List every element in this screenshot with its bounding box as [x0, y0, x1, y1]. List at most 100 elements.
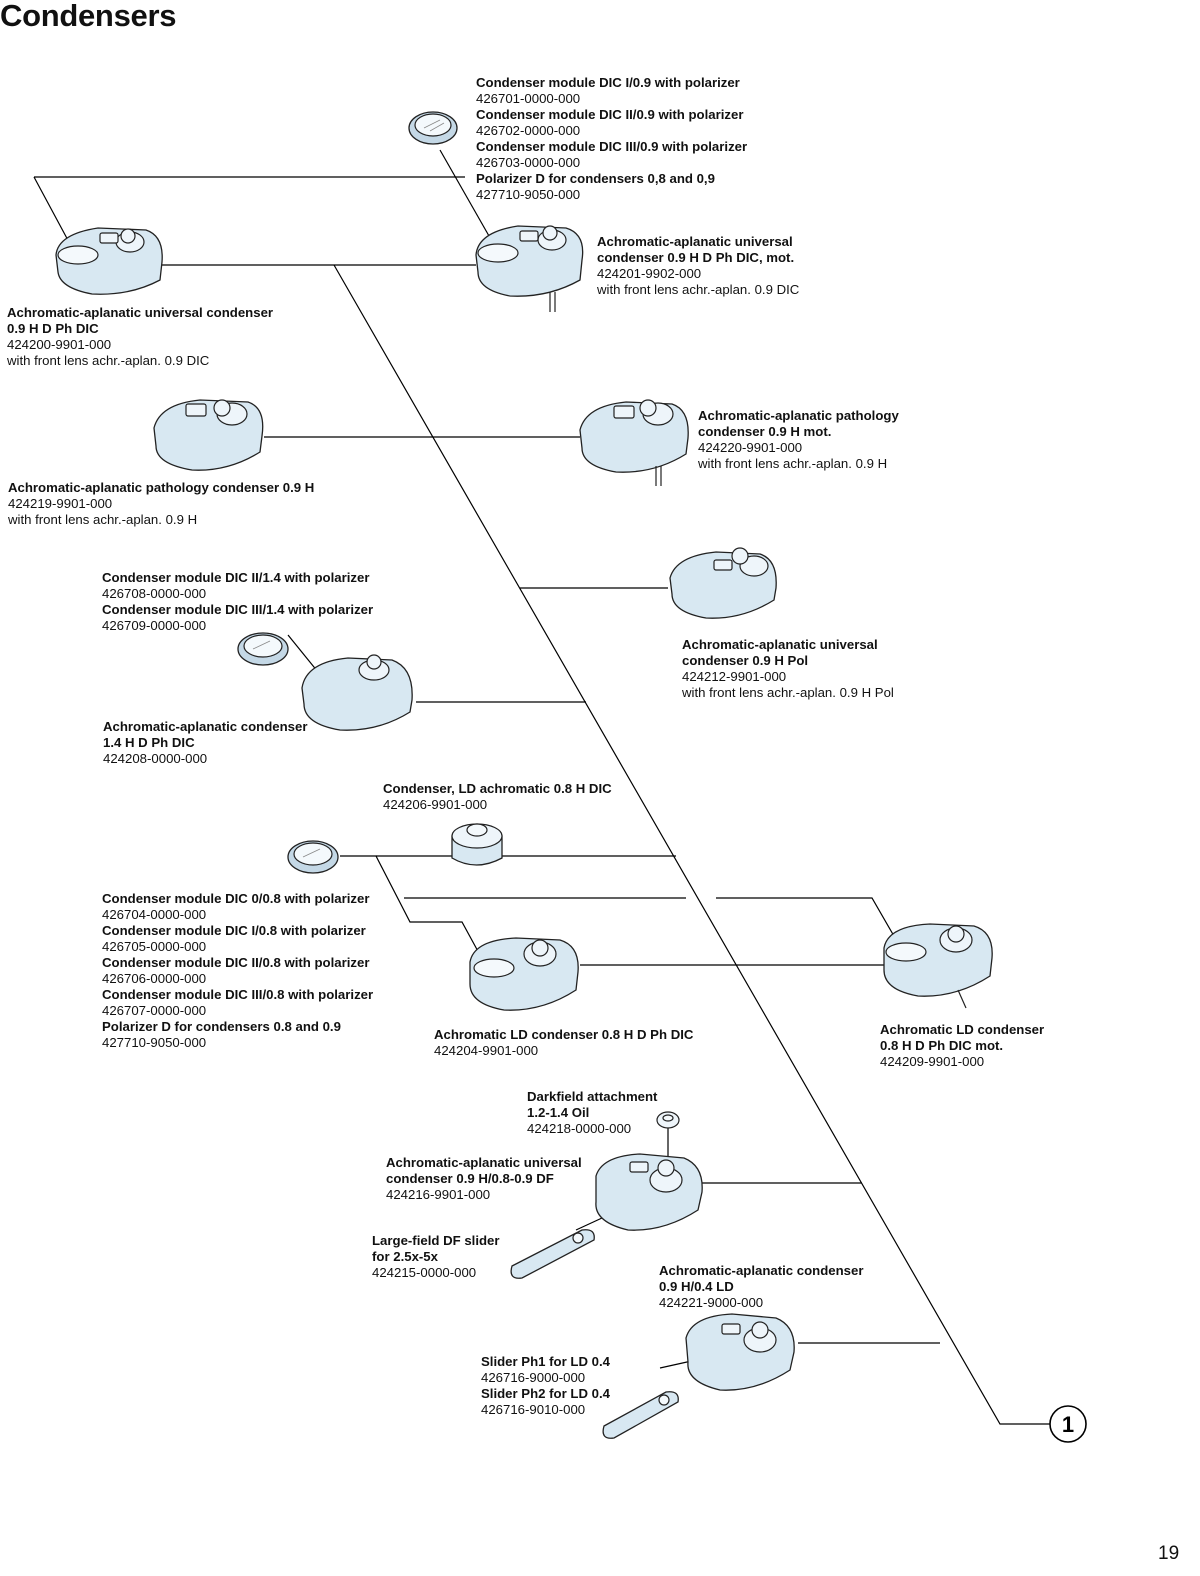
label-line-detail: with front lens achr.-aplan. 0.9 DIC	[597, 282, 800, 297]
label-line-detail: 426706-0000-000	[102, 971, 207, 986]
label-line-title: Achromatic-aplanatic universal	[682, 637, 878, 652]
label-universal-09: Achromatic-aplanatic universal condenser…	[7, 305, 273, 369]
label-line-detail: 424218-0000-000	[527, 1121, 632, 1136]
label-modules-dic14: Condenser module DIC II/1.4 with polariz…	[102, 570, 373, 634]
label-line-detail: with front lens achr.-aplan. 0.9 H	[8, 512, 198, 527]
label-line-title: Condenser module DIC II/0.8 with polariz…	[102, 955, 370, 970]
label-line-detail: 424200-9901-000	[7, 337, 112, 352]
label-line-detail: 427710-9050-000	[476, 187, 581, 202]
label-line-title: Achromatic LD condenser	[880, 1022, 1045, 1037]
callout-number: 1	[1062, 1412, 1074, 1437]
label-line-title: Condenser module DIC II/0.9 with polariz…	[476, 107, 744, 122]
label-line-title: condenser 0.9 H/0.8-0.9 DF	[386, 1171, 554, 1186]
label-line-title: Darkfield attachment	[527, 1089, 658, 1104]
condenser-icon	[883, 923, 993, 1009]
label-line-detail: 426701-0000-000	[476, 91, 581, 106]
condenser-icon	[469, 937, 579, 1011]
label-line-title: Achromatic-aplanatic universal condenser	[7, 305, 274, 320]
label-line-detail: 424221-9000-000	[659, 1295, 764, 1310]
label-line-title: condenser 0.9 H mot.	[698, 424, 832, 439]
polarizer-disc-icon	[237, 632, 289, 666]
label-pathology: Achromatic-aplanatic pathology condenser…	[8, 480, 314, 528]
label-line-detail: 424209-9901-000	[880, 1054, 985, 1069]
callout-marker: 1	[1049, 1405, 1087, 1443]
df-slider-icon	[510, 1229, 595, 1279]
label-line-detail: 424215-0000-000	[372, 1265, 477, 1280]
label-line-detail: with front lens achr.-aplan. 0.9 H	[698, 456, 888, 471]
label-line-title: 0.9 H/0.4 LD	[659, 1279, 734, 1294]
label-line-title: Slider Ph2 for LD 0.4	[481, 1386, 610, 1401]
label-line-title: 1.2-1.4 Oil	[527, 1105, 590, 1120]
condenser-icon	[55, 227, 163, 295]
label-modules-dic08: Condenser module DIC 0/0.8 with polarize…	[102, 891, 373, 1051]
connector-lines	[33, 149, 1050, 1425]
label-line-detail: 424201-9902-000	[597, 266, 702, 281]
label-line-title: Achromatic-aplanatic condenser	[659, 1263, 864, 1278]
label-line-detail: 424208-0000-000	[103, 751, 208, 766]
condenser-icon	[301, 654, 413, 731]
label-line-title: condenser 0.9 H Pol	[682, 653, 809, 668]
label-line-detail: 427710-9050-000	[102, 1035, 207, 1050]
label-line-title: Condenser module DIC III/0.9 with polari…	[476, 139, 748, 154]
label-line-detail: 426707-0000-000	[102, 1003, 207, 1018]
condenser-icon	[475, 225, 584, 312]
label-line-title: Polarizer D for condensers 0.8 and 0.9	[102, 1019, 341, 1034]
polarizer-disc-icon	[287, 840, 339, 874]
polarizer-disc-icon	[408, 111, 458, 145]
label-line-title: Slider Ph1 for LD 0.4	[481, 1354, 610, 1369]
page-title: Condensers	[0, 0, 177, 33]
label-line-detail: 426708-0000-000	[102, 586, 207, 601]
label-modules-dic09: Condenser module DIC I/0.9 with polarize…	[476, 75, 747, 203]
condenser-icon	[579, 399, 689, 486]
label-line-title: Condenser module DIC 0/0.8 with polarize…	[102, 891, 370, 906]
label-line-detail: 426705-0000-000	[102, 939, 207, 954]
label-line-title: Condenser, LD achromatic 0.8 H DIC	[383, 781, 612, 796]
label-line-detail: with front lens achr.-aplan. 0.9 DIC	[7, 353, 210, 368]
ph-slider-icon	[602, 1391, 679, 1439]
label-line-title: Achromatic-aplanatic universal	[386, 1155, 582, 1170]
label-line-detail: 424204-9901-000	[434, 1043, 539, 1058]
label-line-title: Achromatic-aplanatic pathology condenser…	[8, 480, 315, 495]
label-line-detail: 426716-9000-000	[481, 1370, 586, 1385]
label-line-title: Condenser module DIC II/1.4 with polariz…	[102, 570, 370, 585]
condenser-icon	[669, 547, 777, 619]
label-line-detail: 426702-0000-000	[476, 123, 581, 138]
page-number: 19	[1158, 1543, 1180, 1564]
label-line-detail: 426709-0000-000	[102, 618, 207, 633]
label-line-title: Achromatic-aplanatic condenser	[103, 719, 308, 734]
label-line-detail: with front lens achr.-aplan. 0.9 H Pol	[682, 685, 894, 700]
label-line-title: Achromatic LD condenser 0.8 H D Ph DIC	[434, 1027, 694, 1042]
label-line-title: 0.9 H D Ph DIC	[7, 321, 99, 336]
label-line-title: Condenser module DIC III/1.4 with polari…	[102, 602, 374, 617]
label-line-title: Achromatic-aplanatic pathology	[698, 408, 899, 423]
label-line-detail: 424219-9901-000	[8, 496, 113, 511]
label-line-title: Large-field DF slider	[372, 1233, 500, 1248]
condenser-icon	[685, 1313, 795, 1391]
label-line-title: 0.8 H D Ph DIC mot.	[880, 1038, 1004, 1053]
condenser-icon	[153, 399, 264, 471]
label-line-title: Condenser module DIC III/0.8 with polari…	[102, 987, 374, 1002]
label-line-detail: 426716-9010-000	[481, 1402, 586, 1417]
label-line-detail: 424212-9901-000	[682, 669, 787, 684]
label-line-title: Achromatic-aplanatic universal	[597, 234, 793, 249]
label-line-detail: 424206-9901-000	[383, 797, 488, 812]
condenser-icon	[595, 1153, 703, 1231]
label-line-detail: 426703-0000-000	[476, 155, 581, 170]
label-line-title: 1.4 H D Ph DIC	[103, 735, 195, 750]
label-line-title: for 2.5x-5x	[372, 1249, 438, 1264]
label-line-detail: 426704-0000-000	[102, 907, 207, 922]
condenser-icon	[451, 823, 503, 866]
darkfield-attachment-icon	[656, 1111, 680, 1129]
label-line-title: condenser 0.9 H D Ph DIC, mot.	[597, 250, 795, 265]
